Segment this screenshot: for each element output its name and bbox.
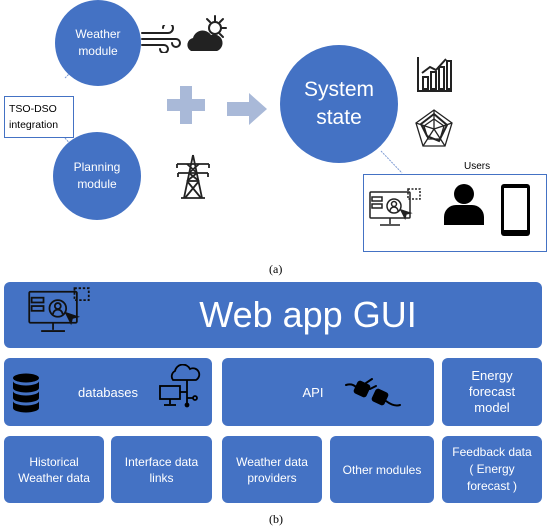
caption-b: (b) xyxy=(269,512,283,526)
databases-label: databases xyxy=(78,384,138,400)
web-app-gui-box: Web app GUI xyxy=(4,282,542,348)
pylon-icon xyxy=(176,154,210,199)
feedback-data-label: Feedback data ( Energy forecast ) xyxy=(452,445,532,493)
users-label: Users xyxy=(464,161,491,172)
smartphone-icon xyxy=(501,184,530,236)
energy-forecast-model-box: Energy forecast model xyxy=(442,358,542,426)
energy-forecast-model-label: Energy forecast model xyxy=(468,368,516,415)
feedback-data-box: Feedback data ( Energy forecast ) xyxy=(442,436,542,503)
system-state-label: System state xyxy=(303,78,374,129)
historical-weather-box: Historical Weather data xyxy=(4,436,104,503)
web-app-gui-title: Web app GUI xyxy=(199,294,417,335)
plus-symbol xyxy=(167,86,205,124)
weather-data-providers-label: Weather data providers xyxy=(236,454,308,485)
caption-a: (a) xyxy=(269,262,283,276)
planning-module-label: Planning module xyxy=(73,160,121,191)
databases-box: databases xyxy=(4,358,212,426)
cloud-sun-icon xyxy=(187,15,227,51)
api-label: API xyxy=(302,384,324,400)
tso-dso-label: TSO-DSO integration xyxy=(9,103,59,131)
monitor-user-icon-gui xyxy=(28,287,90,332)
api-box: API xyxy=(222,358,434,426)
weather-module-circle: Weather module xyxy=(55,0,141,86)
other-modules-label: Other modules xyxy=(342,462,422,477)
other-modules-box: Other modules xyxy=(330,436,434,503)
plug-icon xyxy=(345,378,401,407)
weather-data-providers-box: Weather data providers xyxy=(222,436,322,503)
wind-icon xyxy=(141,25,181,53)
person-icon xyxy=(444,184,484,225)
historical-weather-label: Historical Weather data xyxy=(18,454,90,485)
planning-module-circle: Planning module xyxy=(53,132,141,220)
interface-data-links-label: Interface data links xyxy=(124,454,199,485)
tso-dso-box: TSO-DSO integration xyxy=(4,96,74,138)
bar-chart-icon xyxy=(417,57,452,92)
database-icon xyxy=(13,373,39,413)
weather-module-label: Weather module xyxy=(75,27,121,58)
interface-data-links-box: Interface data links xyxy=(111,436,212,503)
cloud-network-icon xyxy=(159,364,201,408)
radar-chart-icon xyxy=(415,109,453,147)
system-state-circle: System state xyxy=(280,45,398,163)
monitor-user-icon xyxy=(369,188,421,226)
arrow-right-symbol xyxy=(227,93,267,125)
